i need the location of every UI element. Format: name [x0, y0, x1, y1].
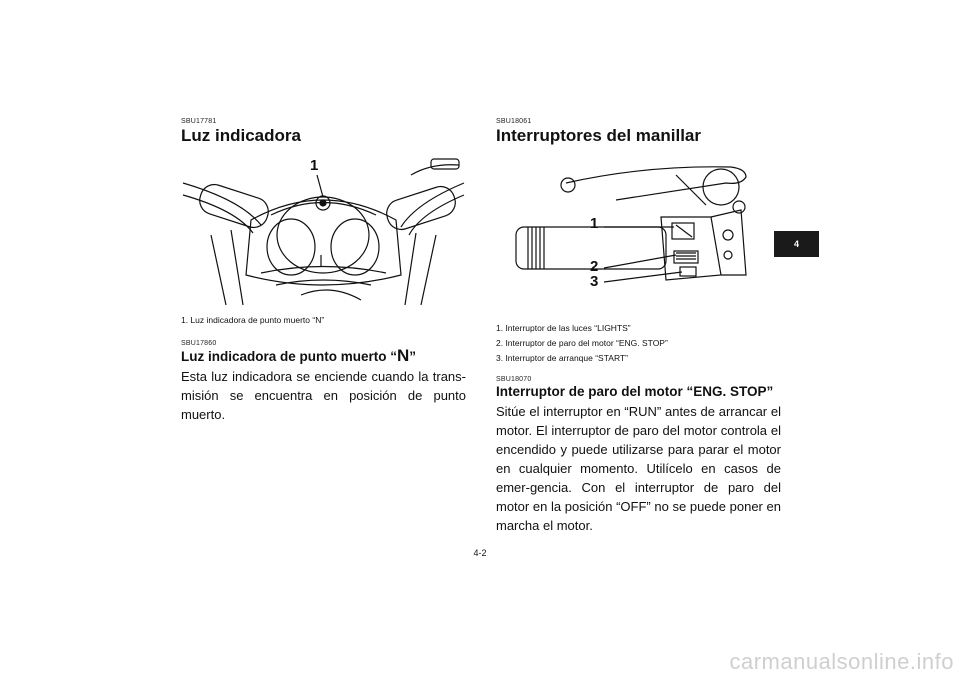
section-code: SBU17781 [181, 118, 217, 125]
handlebar-switches-illustration: 1 2 3 [496, 155, 781, 305]
caption-item: 2. Interruptor de paro del motor “ENG. S… [496, 338, 668, 348]
handlebar-drawing [182, 158, 465, 306]
section-title: Interruptores del manillar [496, 126, 701, 145]
body-paragraph: Sitúe el interruptor en “RUN” antes de a… [496, 404, 781, 533]
section-title: Luz indicadora [181, 126, 301, 145]
section-code: SBU18061 [496, 118, 532, 125]
callout-1: 1 [310, 157, 319, 174]
left-column: SBU17781 Luz indicadora [181, 118, 466, 424]
callout-1: 1 [590, 215, 599, 232]
page-number: 4-2 [473, 548, 487, 558]
neutral-symbol: N [397, 346, 410, 365]
right-column: SBU18061 Interruptores del manillar [496, 118, 781, 535]
subsection-code: SBU17860 [181, 340, 217, 347]
figure-caption-list: 1. Interruptor de las luces “LIGHTS” 2. … [496, 321, 781, 366]
caption-item: 3. Interruptor de arranque “START” [496, 353, 628, 363]
subsection-title: Luz indicadora de punto muerto “N” [181, 346, 417, 365]
subsection-code: SBU18070 [496, 376, 532, 383]
figure-caption-list: 1. Luz indicadora de punto muerto “N” [181, 313, 466, 328]
callout-3: 3 [590, 273, 599, 290]
caption-item: 1. Luz indicadora de punto muerto “N” [181, 315, 325, 325]
chapter-tab: 4 [774, 231, 819, 257]
caption-item: 1. Interruptor de las luces “LIGHTS” [496, 323, 631, 333]
neutral-light-illustration: 1 [181, 155, 466, 306]
watermark-text: carmanualsonline.info [729, 649, 954, 674]
body-paragraph: Esta luz indicadora se enciende cuando l… [181, 369, 466, 422]
callout-2: 2 [590, 258, 599, 275]
subsection-title: Interruptor de paro del motor “ENG. STOP… [496, 384, 774, 399]
switch-drawing [515, 166, 747, 283]
